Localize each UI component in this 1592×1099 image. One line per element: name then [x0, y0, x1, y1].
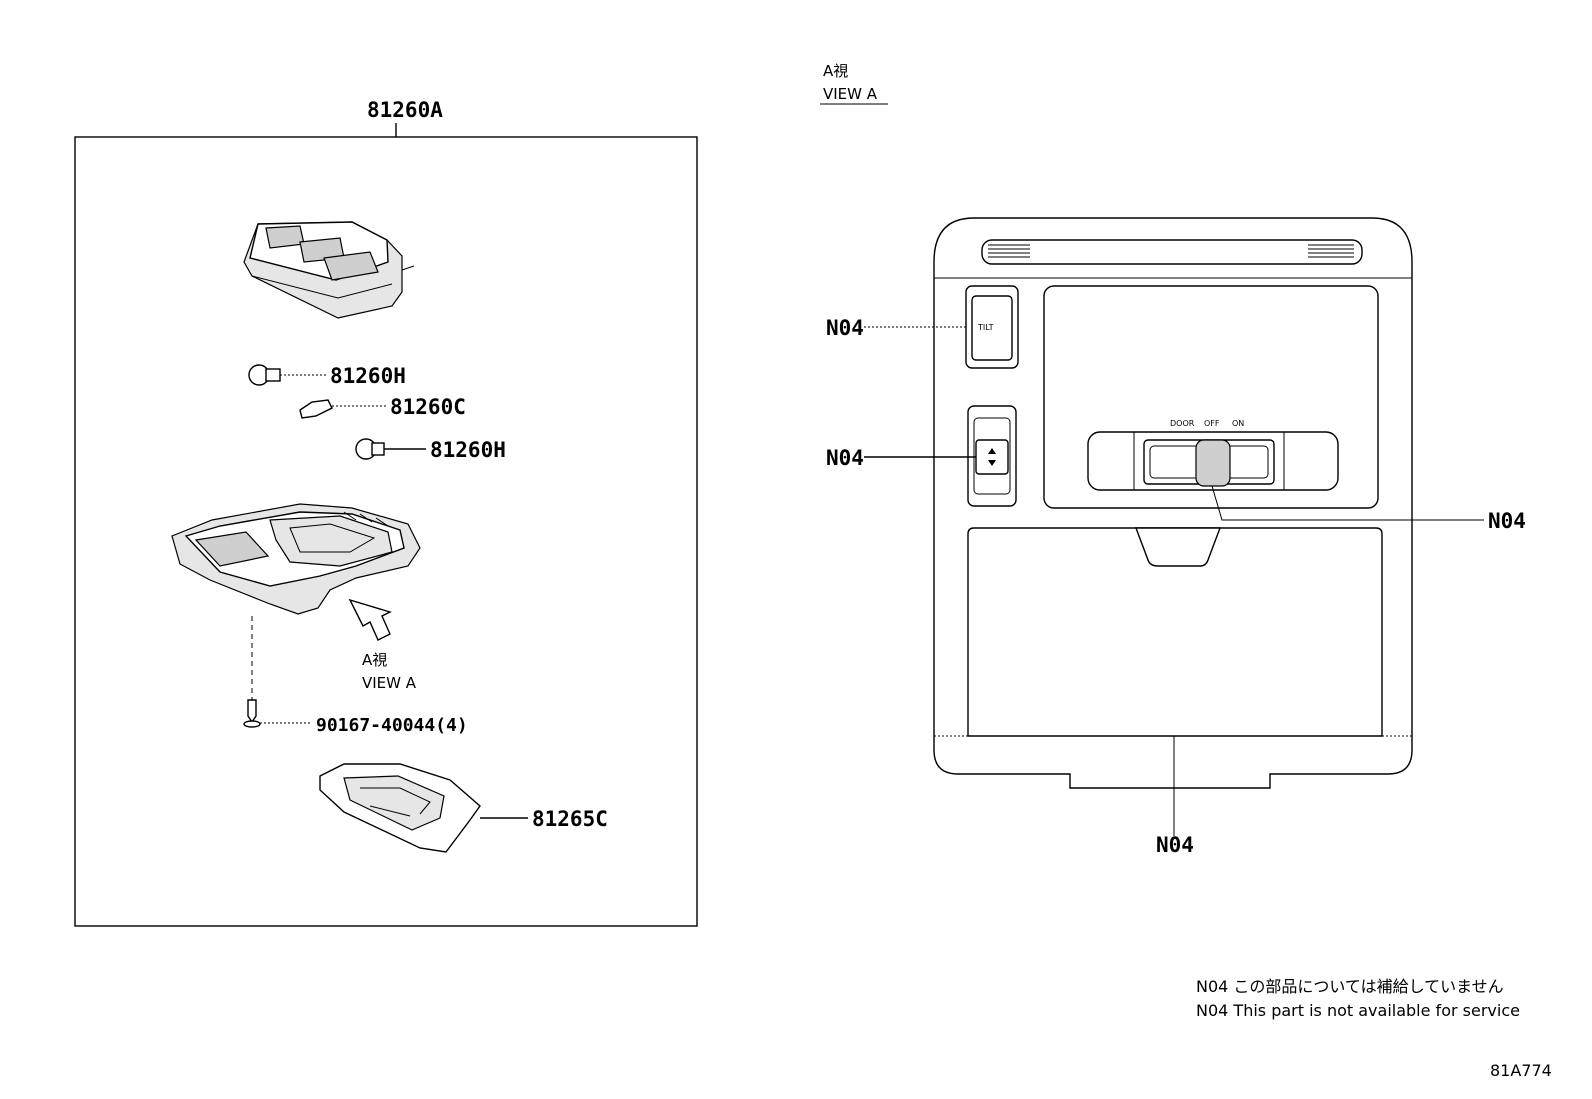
bulb-top-group: 81260H	[248, 364, 406, 388]
callout-tilt-switch: N04	[826, 316, 864, 340]
callout-lamp-switch: N04	[1488, 509, 1526, 533]
notes: N04 この部品については補給していません N04 This part is n…	[1196, 977, 1552, 1080]
screw-group: 90167-40044(4)	[243, 699, 468, 736]
down-arrow-icon	[988, 460, 996, 466]
console-outline	[933, 217, 1413, 789]
view-arrow-label-jp: A視	[362, 651, 387, 669]
up-arrow-icon	[988, 448, 996, 454]
view-title-en: VIEW A	[823, 85, 878, 103]
switch-housing	[243, 221, 415, 319]
view-a-arrow: A視 VIEW A	[348, 598, 417, 692]
lamp-lens-frame	[1043, 285, 1379, 509]
updown-switch: N04	[826, 405, 1017, 507]
part-label-bulb-top: 81260H	[330, 364, 406, 388]
lamp-switch-area: DOOR OFF ON N04	[1043, 285, 1526, 533]
note-jp: N04 この部品については補給していません	[1196, 977, 1504, 996]
assembly-frame	[74, 136, 698, 927]
switch-pos-off: OFF	[1204, 419, 1220, 428]
part-label-screw: 90167-40044(4)	[316, 715, 468, 736]
bulb-bottom-group: 81260H	[355, 438, 506, 462]
festoon-bulb-icon	[299, 399, 333, 419]
tilt-switch-text: TILT	[977, 323, 994, 332]
callout-bottom-panel: N04	[1156, 833, 1194, 857]
lamp-housing	[171, 503, 421, 700]
part-label-bulb-bottom: 81260H	[430, 438, 506, 462]
bottom-panel-outline	[967, 527, 1383, 737]
assembly-label: 81260A	[367, 98, 443, 122]
note-en: N04 This part is not available for servi…	[1196, 1001, 1520, 1020]
switch-pos-door: DOOR	[1170, 419, 1195, 428]
bulb-festoon-group: 81260C	[299, 395, 466, 419]
view-a-title: A視 VIEW A	[820, 62, 888, 105]
panel-tab	[1134, 527, 1222, 567]
screw-icon	[247, 699, 257, 724]
bottom-panel: N04	[934, 527, 1412, 857]
part-label-lens: 81265C	[532, 807, 608, 831]
figure-code: 81A774	[1490, 1061, 1552, 1080]
tilt-switch: TILT N04	[826, 285, 1019, 369]
lens-group: 81265C	[319, 763, 608, 853]
assembly-group: 81260A	[74, 98, 698, 927]
lamp-switch-leader	[1211, 485, 1484, 521]
console-body	[933, 217, 1413, 789]
switch-pos-on: ON	[1232, 419, 1244, 428]
view-title-jp: A視	[823, 62, 848, 80]
callout-updown-switch: N04	[826, 446, 864, 470]
vent-slot	[981, 239, 1363, 265]
view-arrow-icon	[348, 598, 392, 641]
view-arrow-label-en: VIEW A	[362, 674, 417, 692]
part-label-bulb-festoon: 81260C	[390, 395, 466, 419]
lamp-switch-knob	[1195, 439, 1231, 487]
